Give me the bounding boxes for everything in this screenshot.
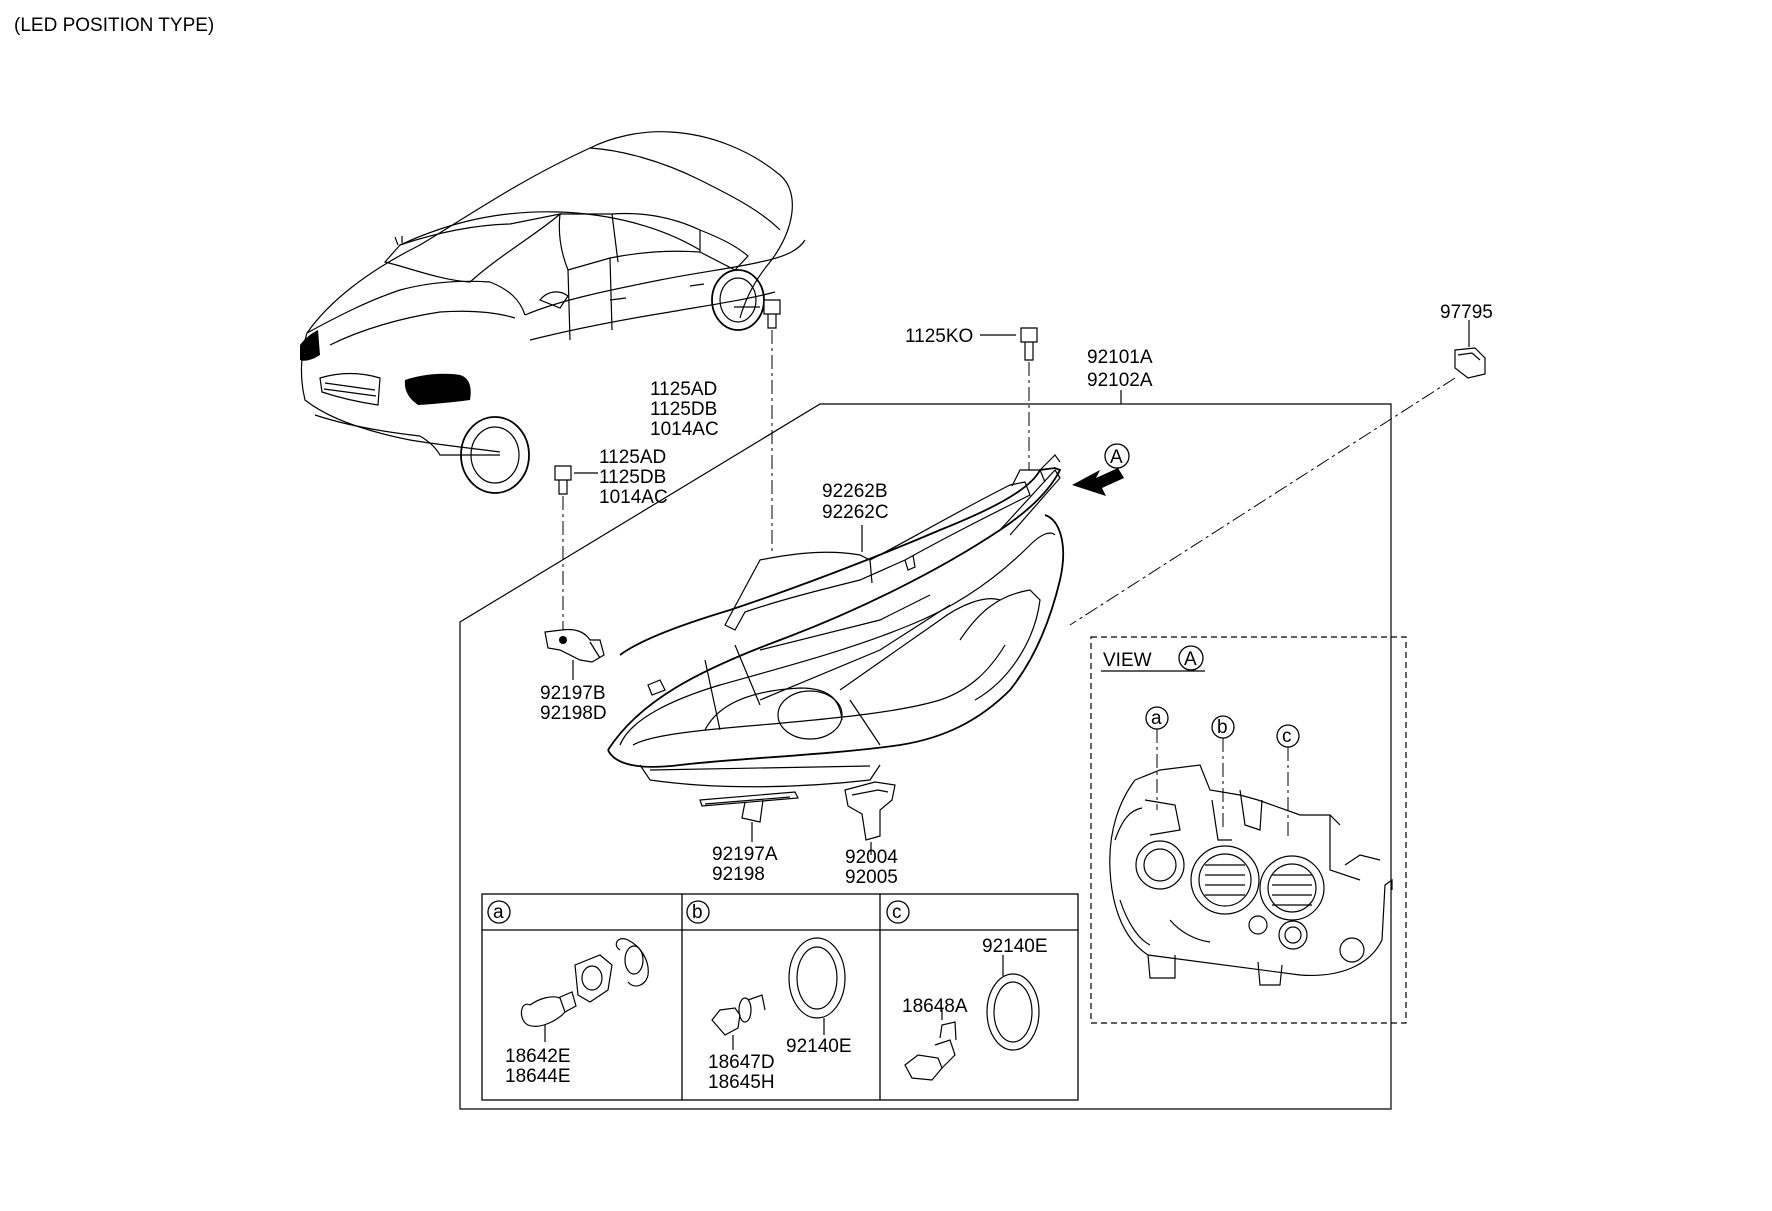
label-18648A: 18648A <box>902 996 968 1017</box>
label-18647D: 18647D <box>708 1052 775 1073</box>
view-marker-b: b <box>1217 717 1228 738</box>
connector-97795 <box>1069 320 1486 626</box>
label-1125KO: 1125KO <box>905 326 973 347</box>
view-marker-A: A <box>1184 649 1197 670</box>
vehicle-illustration <box>300 131 806 494</box>
bulb-socket-a <box>520 938 649 1042</box>
label-92198: 92198 <box>712 864 765 885</box>
label-92198D: 92198D <box>540 703 607 724</box>
label-18644E: 18644E <box>505 1066 571 1087</box>
reflector-92004 <box>844 781 896 855</box>
assembly-frame <box>459 403 1392 1110</box>
view-marker-c: c <box>1282 726 1292 747</box>
label-18645H: 18645H <box>708 1072 775 1093</box>
table-marker-b: b <box>692 902 703 923</box>
label-1014AC-upper: 1014AC <box>650 419 719 440</box>
bulb-socket-b <box>711 937 846 1050</box>
bulb-socket-c <box>904 955 1040 1081</box>
view-label: VIEW <box>1103 650 1152 671</box>
label-1125DB-upper: 1125DB <box>650 399 717 420</box>
label-92140E-c: 92140E <box>982 936 1048 957</box>
label-92004: 92004 <box>845 847 898 868</box>
bracket-92262 <box>724 469 1046 631</box>
label-92140E-b: 92140E <box>786 1036 852 1057</box>
label-18642E: 18642E <box>505 1046 571 1067</box>
label-92102A: 92102A <box>1087 370 1153 391</box>
label-92101A: 92101A <box>1087 347 1153 368</box>
bracket-92197B <box>544 628 605 680</box>
label-1125AD-lower: 1125AD <box>599 447 666 468</box>
bolt-group-upper <box>734 299 781 555</box>
headlamp-rear-view <box>1109 764 1393 986</box>
drl-module-92197A <box>699 791 799 842</box>
table-marker-a: a <box>493 902 504 923</box>
arrow-marker-A: A <box>1110 447 1123 468</box>
bolt-1125KO <box>980 327 1038 470</box>
label-92197B: 92197B <box>540 683 606 704</box>
diagram-title: (LED POSITION TYPE) <box>14 15 214 36</box>
label-1014AC-lower: 1014AC <box>599 487 668 508</box>
bulb-table <box>481 893 1079 1101</box>
front-wheel <box>460 416 530 494</box>
label-92197A: 92197A <box>712 844 778 865</box>
label-92262B: 92262B <box>822 481 888 502</box>
label-97795: 97795 <box>1440 302 1493 323</box>
view-arrow <box>1072 443 1130 496</box>
label-92262C: 92262C <box>822 502 889 523</box>
label-1125DB-lower: 1125DB <box>599 467 666 488</box>
bolt-group-lower <box>554 465 598 630</box>
label-1125AD-upper: 1125AD <box>650 379 717 400</box>
highlighted-headlight <box>404 373 471 405</box>
label-92005: 92005 <box>845 867 898 888</box>
view-a-panel <box>1090 636 1407 1024</box>
headlamp-assembly <box>607 454 1064 788</box>
table-marker-c: c <box>892 902 902 923</box>
view-marker-a: a <box>1151 708 1162 729</box>
